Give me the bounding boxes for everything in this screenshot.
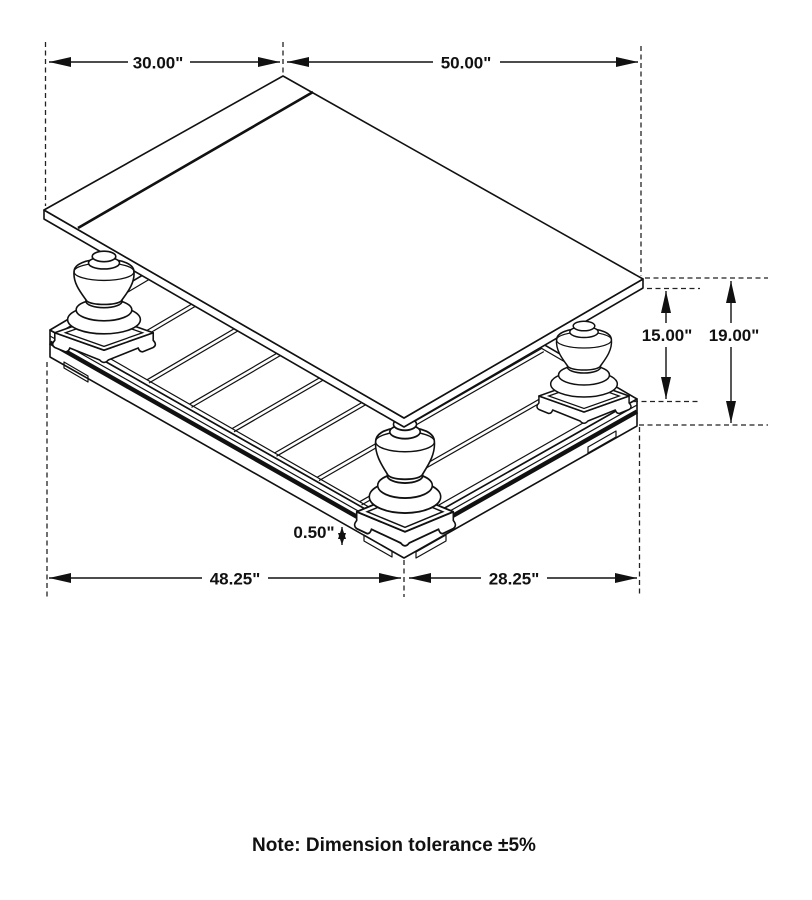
dim-label-platform-edge: 0.50" <box>293 523 334 542</box>
dim-top-right-width: 50.00" <box>287 54 638 73</box>
dim-bottom-left-width: 48.25" <box>49 570 401 589</box>
dim-bottom-right-width: 28.25" <box>409 570 637 589</box>
dim-shelf-clearance: 15.00" <box>642 291 693 399</box>
tabletop <box>43 75 644 428</box>
platform-foot-front-right <box>415 534 447 559</box>
tolerance-note: Note: Dimension tolerance ±5% <box>252 835 536 856</box>
dim-label-overall-height: 19.00" <box>709 326 760 345</box>
dim-label-top-right: 50.00" <box>441 54 492 73</box>
dim-platform-edge: 0.50" <box>293 523 346 545</box>
dim-label-top-left: 30.00" <box>133 54 184 73</box>
dimensions: 30.00" 50.00" 15.00" 19.00" 0.50" <box>49 54 759 589</box>
dim-overall-height: 19.00" <box>709 281 760 423</box>
table-drawing <box>43 75 644 559</box>
platform-foot-front-left <box>363 534 393 558</box>
platform-foot-right <box>587 430 617 454</box>
platform-foot-left <box>63 361 89 383</box>
reference-lines <box>44 42 768 597</box>
dim-label-bottom-left: 48.25" <box>210 570 261 589</box>
dim-label-shelf-clearance: 15.00" <box>642 326 693 345</box>
tabletop-plank-joint <box>77 90 314 230</box>
dim-label-bottom-right: 28.25" <box>489 570 540 589</box>
dim-top-left-width: 30.00" <box>49 54 280 73</box>
